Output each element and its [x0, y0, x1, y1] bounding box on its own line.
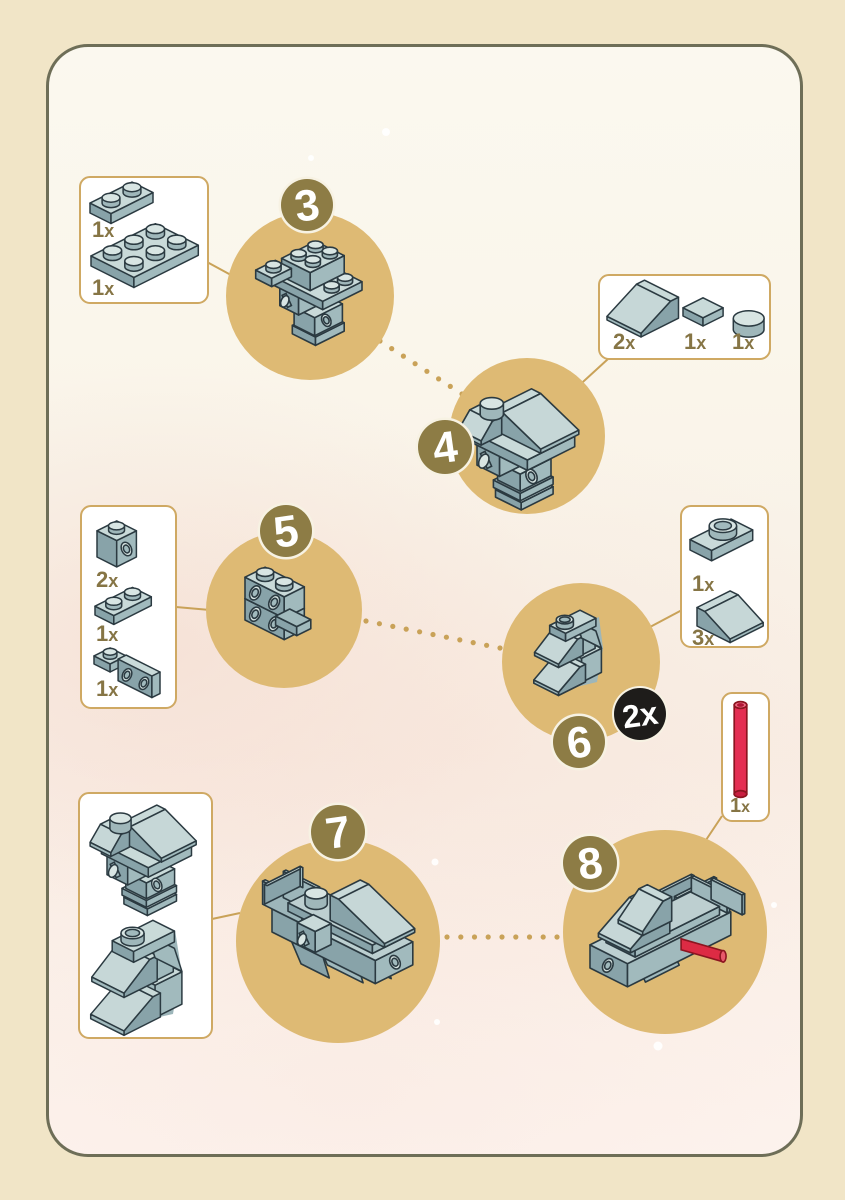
svg-text:1x: 1x [684, 329, 706, 354]
svg-text:1x: 1x [732, 329, 754, 354]
svg-text:2x: 2x [613, 329, 635, 354]
svg-text:1x: 1x [92, 275, 114, 300]
svg-text:2x: 2x [96, 567, 118, 592]
svg-text:1x: 1x [96, 676, 118, 701]
svg-text:1x: 1x [96, 621, 118, 646]
svg-text:3x: 3x [692, 625, 714, 650]
svg-text:2x: 2x [620, 695, 660, 736]
svg-text:1x: 1x [92, 217, 114, 242]
svg-text:1x: 1x [730, 795, 750, 817]
svg-text:1x: 1x [692, 571, 714, 596]
